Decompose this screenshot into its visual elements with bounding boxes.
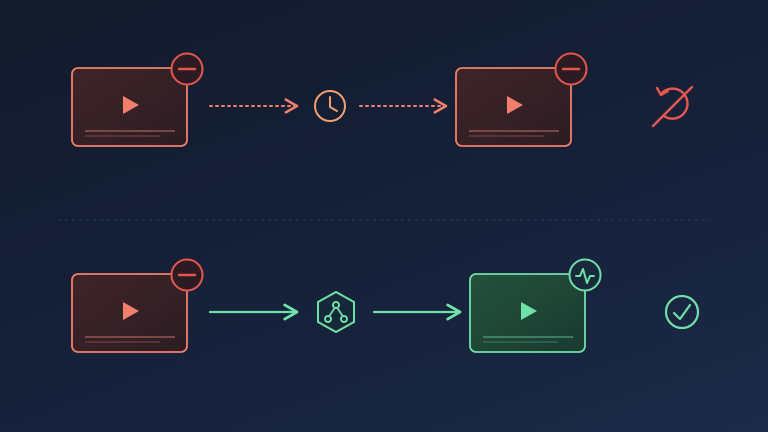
play-icon <box>521 302 537 320</box>
clock-icon <box>314 90 346 122</box>
minus-circle-icon <box>554 52 588 86</box>
check-circle-icon <box>664 294 700 330</box>
hexagon-network-icon <box>317 291 355 333</box>
play-icon <box>507 96 523 114</box>
minus-circle-icon <box>170 258 204 292</box>
minus-circle-icon <box>170 52 204 86</box>
source-video-card <box>71 258 204 353</box>
target-video-card <box>455 52 588 147</box>
row-healthy-path <box>71 258 700 353</box>
source-video-card <box>71 52 204 147</box>
play-icon <box>123 302 139 320</box>
target-video-card <box>469 258 602 353</box>
sync-disabled-icon <box>651 85 694 128</box>
play-icon <box>123 96 139 114</box>
activity-pulse-icon <box>568 258 602 292</box>
row-failing-path <box>71 52 694 147</box>
